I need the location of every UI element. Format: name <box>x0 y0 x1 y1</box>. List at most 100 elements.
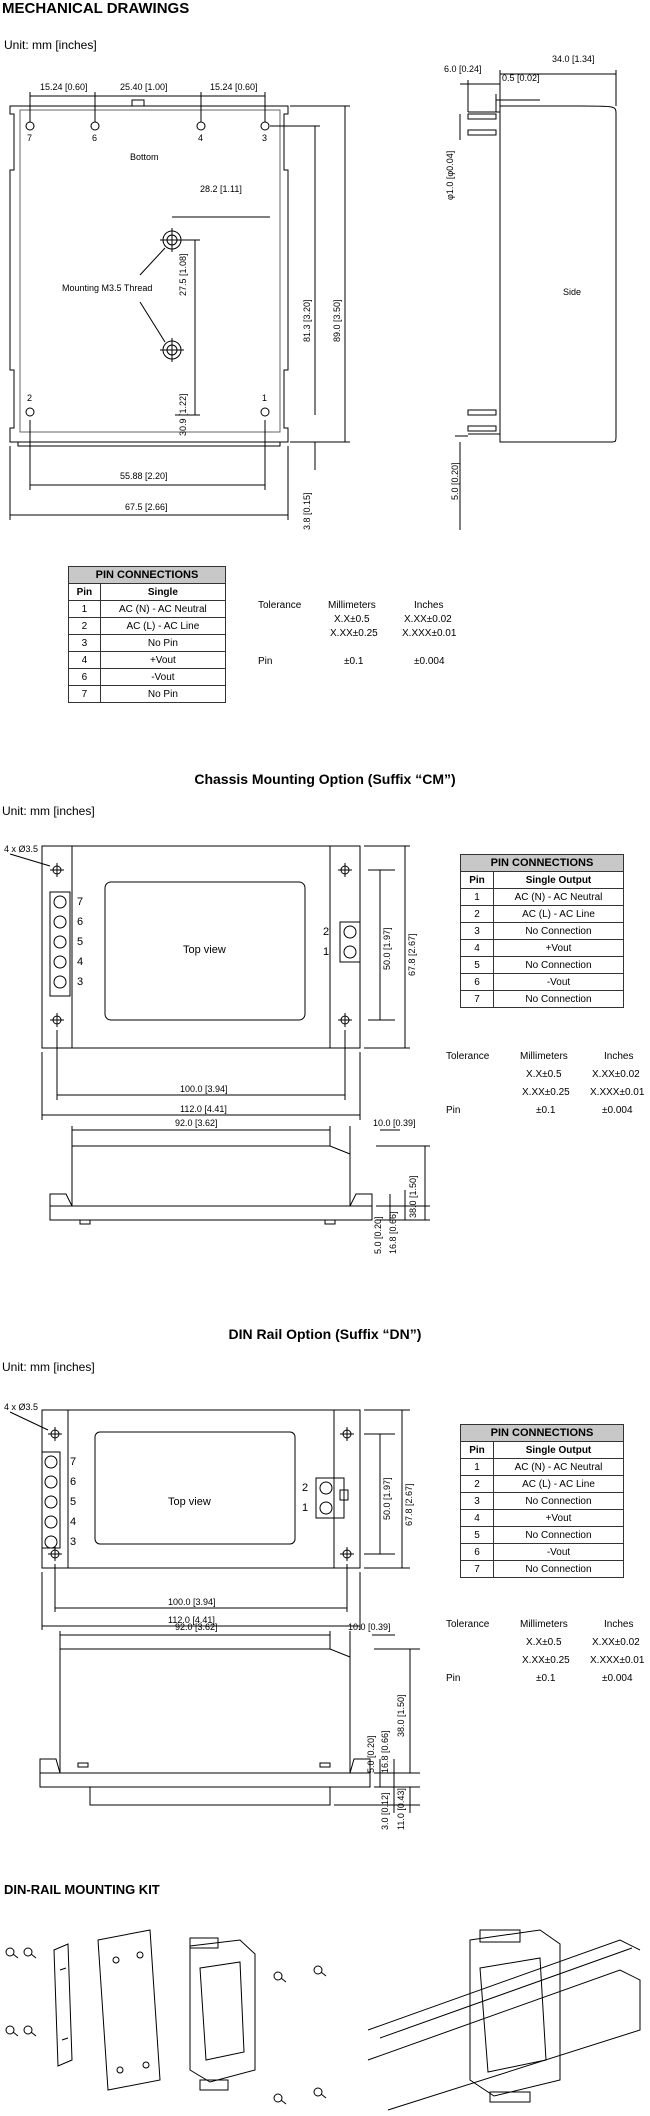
dim-label: 10.0 [0.39] <box>373 1118 416 1128</box>
dim-label: 100.0 [3.94] <box>168 1597 216 1607</box>
unit-label: Unit: mm [inches] <box>2 1360 95 1374</box>
pin-number: 1 <box>323 946 330 958</box>
mounting-label: Mounting M3.5 Thread <box>62 283 153 293</box>
pin-number: 7 <box>27 133 33 143</box>
pin-number: 2 <box>27 393 33 403</box>
din-kit-illustration <box>5 1929 641 2111</box>
dim-label: 38.0 [1.50] <box>396 1694 406 1737</box>
dim-label: 11.0 [0.43] <box>396 1788 406 1830</box>
table-row: 6-Vout <box>460 1543 625 1561</box>
section-title-din-rail: DIN Rail Option (Suffix “DN”) <box>228 1326 422 1342</box>
unit-label: Unit: mm [inches] <box>2 804 95 818</box>
dim-label: φ1.0 [φ0.04] <box>445 150 455 200</box>
pin-number: 6 <box>70 1476 77 1488</box>
screw-icon <box>313 2087 327 2099</box>
dim-label: 67.5 [2.66] <box>125 502 168 512</box>
table-row: 4+Vout <box>68 651 227 669</box>
pin-number: 6 <box>77 916 84 928</box>
col-header: Pin <box>460 871 494 889</box>
pin-number: 4 <box>198 133 204 143</box>
dim-label: 16.8 [0.66] <box>388 1211 398 1254</box>
pin-number: 2 <box>323 926 330 938</box>
table-row: 4+Vout <box>460 939 625 957</box>
screw-icon <box>273 1971 287 1983</box>
side-view-drawing <box>455 70 617 530</box>
table-row: 6-Vout <box>460 973 625 991</box>
dim-label: 92.0 [3.62] <box>175 1118 218 1128</box>
pin-number: 4 <box>77 956 84 968</box>
dim-label: 5.0 [0.20] <box>373 1216 383 1254</box>
pin-number: 2 <box>302 1482 309 1494</box>
table-title: PIN CONNECTIONS <box>460 854 624 872</box>
dim-label: 100.0 [3.94] <box>180 1084 228 1094</box>
col-header: Pin <box>460 1441 494 1459</box>
section-title-chassis: Chassis Mounting Option (Suffix “CM”) <box>194 771 456 787</box>
bottom-view-drawing <box>9 92 350 520</box>
dim-label: 15.24 [0.60] <box>210 82 258 92</box>
dim-label: 6.0 [0.24] <box>444 64 482 74</box>
dim-label: 50.0 [1.97] <box>382 927 392 970</box>
screw-icon <box>313 1965 327 1977</box>
dim-label: 55.88 [2.20] <box>120 471 168 481</box>
screw-icon <box>5 2025 19 2037</box>
dim-label: 3.8 [0.15] <box>302 492 312 530</box>
dim-label: 67.8 [2.67] <box>404 1483 414 1526</box>
col-header: Single <box>99 583 227 601</box>
hole-dim: 4 x Ø3.5 <box>4 844 39 854</box>
dim-label: 92.0 [3.62] <box>175 1622 218 1632</box>
dim-label: 50.0 [1.97] <box>382 1477 392 1520</box>
dim-label: 112.0 [4.41] <box>168 1615 215 1625</box>
table-title: PIN CONNECTIONS <box>68 566 226 584</box>
dim-label: 16.8 [0.66] <box>380 1730 390 1773</box>
unit-label: Unit: mm [inches] <box>4 38 97 52</box>
table-row: 4+Vout <box>460 1509 625 1527</box>
section-title-mechanical: MECHANICAL DRAWINGS <box>2 0 190 17</box>
pin-number: 7 <box>77 896 84 908</box>
section-title-din-kit: DIN-RAIL MOUNTING KIT <box>4 1882 160 1897</box>
screw-icon <box>273 2093 287 2105</box>
screw-icon <box>23 1947 37 1959</box>
dim-label: 28.2 [1.11] <box>200 184 242 194</box>
chassis-top-view <box>9 845 410 1120</box>
pin-number: 6 <box>92 133 98 143</box>
screw-icon <box>5 1947 19 1959</box>
din-top-view <box>9 1409 410 1630</box>
dim-label: 27.5 [1.08] <box>178 253 188 296</box>
pin-number: 1 <box>302 1502 309 1514</box>
din-side-view <box>39 1631 420 1813</box>
pin-number: 3 <box>262 133 268 143</box>
screw-icon <box>23 2025 37 2037</box>
table-title: PIN CONNECTIONS <box>460 1424 624 1442</box>
dim-label: 38.0 [1.50] <box>408 1175 418 1218</box>
side-label: Side <box>563 287 582 297</box>
pin-number: 1 <box>262 393 268 403</box>
table-row: 6-Vout <box>68 668 227 686</box>
dim-label: 5.0 [0.20] <box>366 1735 376 1773</box>
pin-number: 3 <box>70 1536 77 1548</box>
dim-label: 0.5 [0.02] <box>502 73 540 83</box>
pin-number: 5 <box>70 1496 77 1508</box>
pin-number: 5 <box>77 936 84 948</box>
dim-label: 25.40 [1.00] <box>120 82 168 92</box>
top-view-label: Top view <box>183 944 226 956</box>
col-header: Pin <box>68 583 101 601</box>
dim-label: 89.0 [3.50] <box>332 299 342 342</box>
top-view-label: Top view <box>168 1496 211 1508</box>
dim-label: 3.0 [0.12] <box>380 1792 390 1830</box>
dim-label: 81.3 [3.20] <box>302 299 312 342</box>
